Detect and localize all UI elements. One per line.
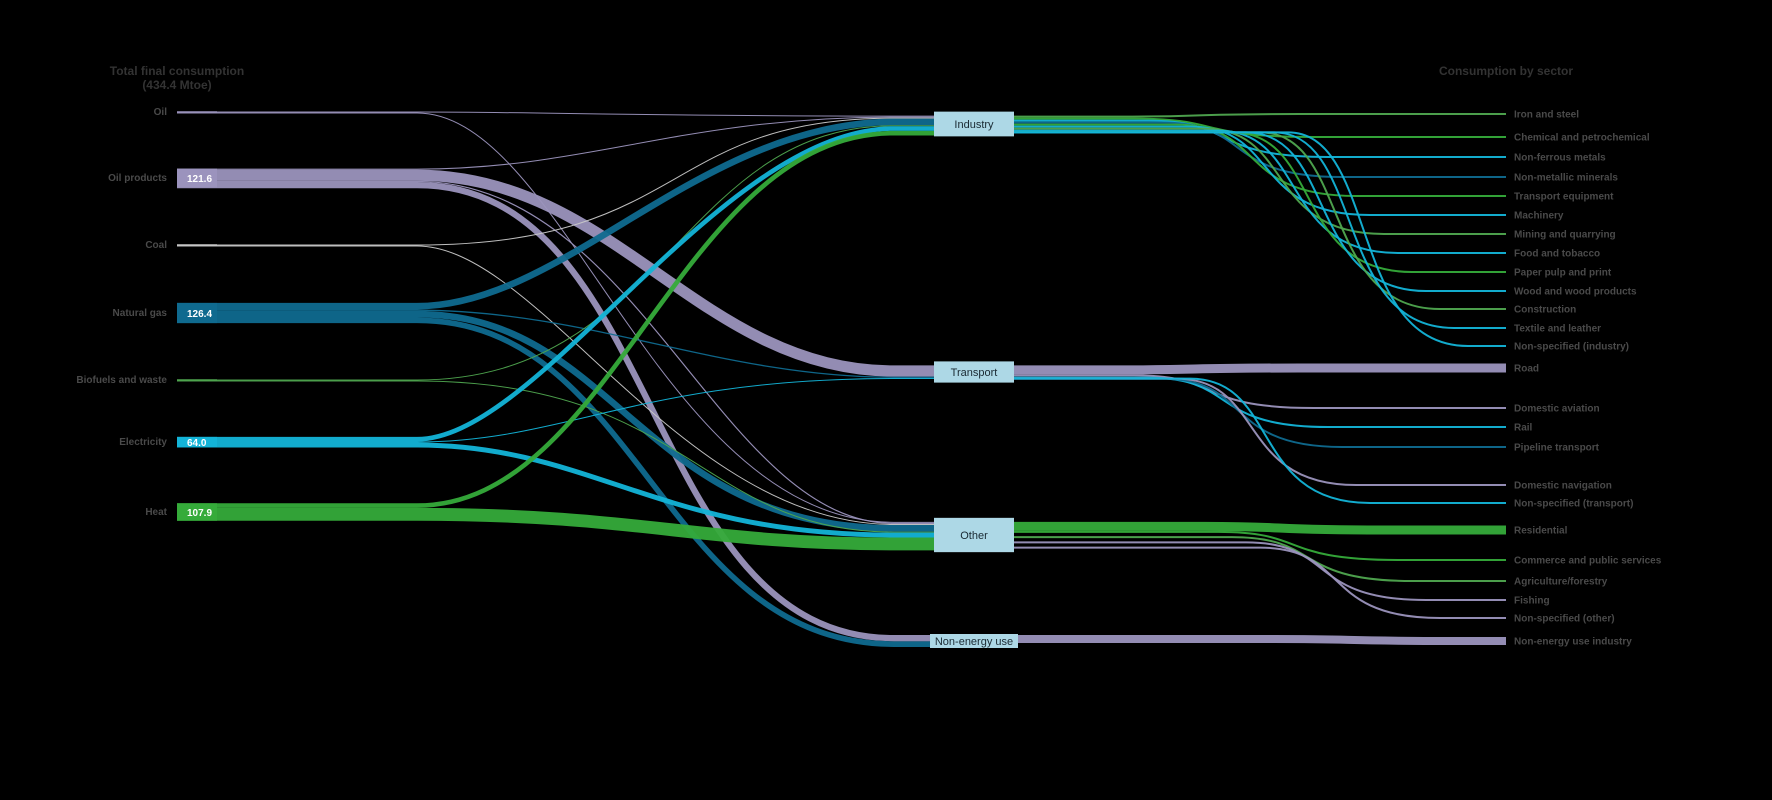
source-label-coal: Coal (145, 240, 167, 251)
flow-oil-to-other (177, 112, 934, 523)
flow-industry-to-food-and-tobacco (1014, 129, 1506, 254)
flow-transport-to-domestic-aviation (1014, 374, 1506, 409)
source-value-natural-gas: 126.4 (187, 309, 212, 320)
flow-non-energy-use-to-non-energy-use-industry (1014, 635, 1506, 645)
destination-label-non-metallic-minerals: Non-metallic minerals (1514, 173, 1618, 184)
source-value-electricity: 64.0 (187, 438, 207, 449)
flow-other-to-non-specified-other (1014, 546, 1506, 619)
source-label-heat: Heat (145, 507, 167, 518)
source-label-electricity: Electricity (119, 437, 167, 448)
destination-label-transport-equipment: Transport equipment (1514, 192, 1614, 203)
destination-label-pipeline-transport: Pipeline transport (1514, 443, 1600, 454)
destination-label-machinery: Machinery (1514, 211, 1564, 222)
source-bar-biofuels-and-waste (177, 379, 217, 381)
flow-natural-gas-to-other (177, 310, 934, 532)
source-bar-coal (177, 244, 217, 246)
flow-transport-to-road (1014, 363, 1506, 375)
flow-transport-to-rail (1014, 376, 1506, 428)
flow-transport-to-pipeline-transport (1014, 377, 1506, 448)
flow-industry-to-chemical-and-petrochemical (1014, 117, 1506, 138)
flow-oil-to-industry (177, 111, 934, 117)
flow-electricity-to-industry (177, 126, 934, 442)
sector-label-industry: Industry (954, 119, 994, 131)
flow-industry-to-non-specified-industry (1014, 131, 1506, 347)
flow-other-to-fishing (1014, 541, 1506, 601)
sector-box-other (934, 517, 1014, 553)
source-bar-heat (177, 503, 217, 521)
flow-industry-to-textile-and-leather (1014, 131, 1506, 329)
flow-oil-products-to-other (177, 180, 934, 524)
destination-label-residential: Residential (1514, 526, 1568, 537)
flow-coal-to-industry (177, 117, 934, 246)
flow-coal-to-other (177, 245, 934, 525)
flow-industry-to-construction (1014, 131, 1506, 310)
source-bar-natural-gas (177, 302, 217, 324)
destination-label-food-and-tobacco: Food and tobacco (1514, 249, 1600, 260)
sector-label-other: Other (960, 530, 988, 542)
right-title: Consumption by sector (1439, 64, 1573, 78)
source-label-natural-gas: Natural gas (113, 308, 168, 319)
flow-heat-to-other (177, 507, 934, 551)
destination-label-non-energy-use-industry: Non-energy use industry (1514, 637, 1632, 648)
flow-industry-to-paper-pulp-and-print (1014, 131, 1506, 273)
flow-industry-to-machinery (1014, 125, 1506, 216)
nodes (177, 111, 1018, 648)
flow-oil-products-to-industry (177, 116, 934, 170)
destination-label-paper-pulp-and-print: Paper pulp and print (1514, 268, 1612, 279)
flow-natural-gas-to-non-energy-use (177, 317, 934, 647)
source-flows (177, 111, 934, 647)
flow-oil-products-to-transport (177, 169, 934, 377)
flow-natural-gas-to-industry (177, 118, 934, 310)
destination-label-road: Road (1514, 364, 1539, 375)
source-bar-oil (177, 111, 217, 113)
sector-box-non-energy-use (930, 634, 1018, 648)
destination-label-agriculture-forestry: Agriculture/forestry (1514, 577, 1608, 588)
source-value-heat: 107.9 (187, 508, 212, 519)
flow-industry-to-iron-and-steel (1014, 113, 1506, 118)
sector-label-non-energy-use: Non-energy use (935, 636, 1013, 648)
flow-transport-to-non-specified-transport (1014, 377, 1506, 504)
destination-label-non-ferrous-metals: Non-ferrous metals (1514, 153, 1606, 164)
sector-box-industry (934, 111, 1014, 137)
destination-label-fishing: Fishing (1514, 596, 1550, 607)
destination-label-non-specified-industry: Non-specified (industry) (1514, 342, 1629, 353)
source-label-oil-products: Oil products (108, 173, 167, 184)
destination-label-non-specified-transport: Non-specified (transport) (1514, 499, 1633, 510)
source-label-biofuels-and-waste: Biofuels and waste (76, 375, 167, 386)
destination-flows (1014, 113, 1506, 645)
flow-other-to-commerce-and-public-services (1014, 530, 1506, 561)
flow-heat-to-industry (177, 130, 934, 508)
flow-other-to-residential (1014, 521, 1506, 535)
destination-label-chemical-and-petrochemical: Chemical and petrochemical (1514, 133, 1650, 144)
source-bar-oil-products (177, 168, 217, 188)
destination-label-commerce-and-public-services: Commerce and public services (1514, 556, 1662, 567)
source-value-oil-products: 121.6 (187, 174, 212, 185)
destination-label-textile-and-leather: Textile and leather (1514, 324, 1601, 335)
flow-transport-to-domestic-navigation (1014, 377, 1506, 486)
destination-label-mining-and-quarrying: Mining and quarrying (1514, 230, 1616, 241)
destination-label-rail: Rail (1514, 423, 1533, 434)
left-title: Total final consumption (110, 64, 244, 78)
destination-label-construction: Construction (1514, 305, 1576, 316)
destination-label-wood-and-wood-products: Wood and wood products (1514, 287, 1637, 298)
destination-label-domestic-navigation: Domestic navigation (1514, 481, 1612, 492)
flow-electricity-to-transport (177, 377, 934, 443)
source-label-oil: Oil (154, 107, 168, 118)
flow-oil-products-to-non-energy-use (177, 181, 934, 642)
source-bar-electricity (177, 436, 217, 448)
flow-biofuels-and-waste-to-other (177, 380, 934, 533)
flow-natural-gas-to-transport (177, 309, 934, 378)
flow-industry-to-wood-and-wood-products (1014, 131, 1506, 292)
destination-label-domestic-aviation: Domestic aviation (1514, 404, 1600, 415)
flow-electricity-to-other (177, 442, 934, 538)
sector-label-transport: Transport (951, 367, 998, 379)
destination-label-non-specified-other: Non-specified (other) (1514, 614, 1615, 625)
destination-label-iron-and-steel: Iron and steel (1514, 110, 1579, 121)
sector-box-transport (934, 361, 1014, 383)
left-subtitle: (434.4 Mtoe) (142, 78, 211, 92)
